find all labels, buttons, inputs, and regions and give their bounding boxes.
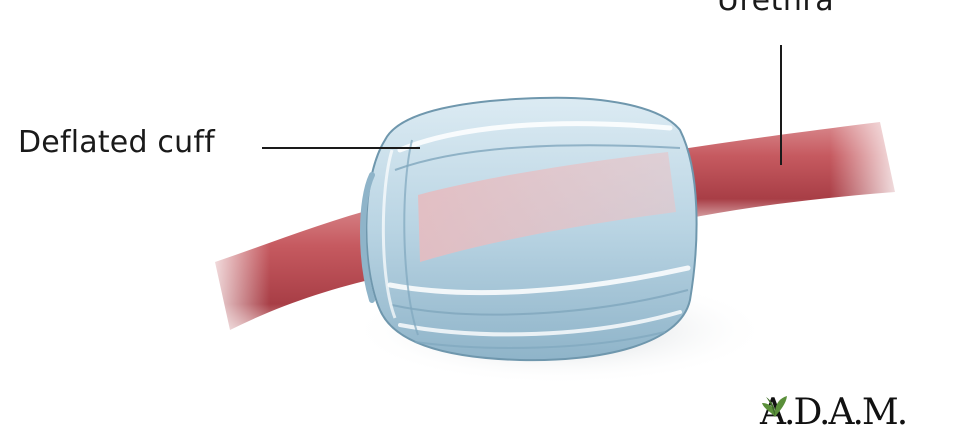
deflated-cuff bbox=[363, 98, 697, 360]
urethra-label: Urethra bbox=[717, 0, 834, 16]
deflated-cuff-label: Deflated cuff bbox=[18, 128, 215, 158]
adam-logo: A.D.A.M. bbox=[760, 393, 906, 433]
adam-leaf-icon bbox=[760, 393, 790, 419]
fade-right bbox=[830, 100, 910, 210]
fade-left bbox=[200, 220, 270, 350]
